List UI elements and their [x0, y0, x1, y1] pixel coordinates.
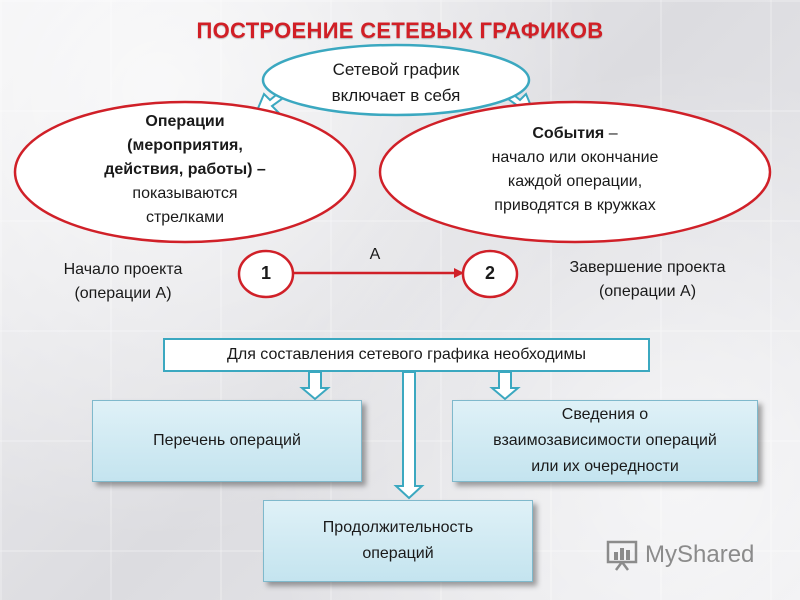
node-2-circle: [461, 249, 519, 299]
events-heading: События: [532, 125, 605, 142]
operations-line: стрелками: [145, 209, 225, 226]
arrow-label: А: [369, 246, 381, 263]
main-oval-line: включает в себя: [331, 86, 461, 105]
watermark: MyShared: [605, 535, 754, 575]
events-line: каждой операции,: [507, 173, 643, 190]
project-start-label: Начало проекта (операции А): [28, 258, 218, 306]
operations-line: показываются: [132, 185, 238, 202]
down-arrow-center: [393, 371, 425, 500]
events-text: События – начало или окончание каждой оп…: [385, 122, 765, 218]
main-oval: [261, 43, 531, 117]
operations-heading: Операции: [145, 113, 225, 130]
project-end-line: (операции А): [598, 283, 697, 300]
project-start-line: Начало проекта: [63, 261, 183, 278]
operations-dash: –: [252, 161, 266, 178]
operations-bold-line: (мероприятия,: [127, 137, 243, 154]
duration-line: Продолжительность: [322, 519, 474, 536]
duration-line: операций: [362, 545, 434, 562]
main-oval-text: Сетевой график включает в себя: [262, 57, 530, 109]
operations-list-text: Перечень операций: [153, 432, 301, 449]
project-start-line: (операции А): [74, 285, 172, 302]
interdependence-line: Сведения о: [561, 406, 649, 423]
project-end-line: Завершение проекта: [569, 259, 726, 276]
interdependence-line: взаимозависимости операций: [493, 432, 717, 449]
events-dash: –: [604, 125, 618, 142]
node-2-label: 2: [484, 263, 495, 283]
presentation-icon: [606, 540, 638, 571]
requirements-box: Для составления сетевого графика необход…: [163, 338, 650, 372]
main-oval-line: Сетевой график: [332, 60, 460, 79]
operations-oval: [13, 100, 357, 244]
page-title: ПОСТРОЕНИЕ СЕТЕВЫХ ГРАФИКОВ: [196, 18, 604, 43]
watermark-text: MyShared: [645, 541, 755, 568]
interdependence-line: или их очередности: [531, 458, 679, 475]
node-1-label: 1: [260, 263, 271, 283]
project-end-label: Завершение проекта (операции А): [540, 256, 755, 304]
events-line: приводятся в кружках: [494, 197, 656, 214]
operations-bold-line: действия, работы): [104, 161, 253, 178]
down-arrow-left: [299, 371, 331, 401]
operations-list-box: Перечень операций: [92, 400, 362, 482]
interdependence-box: Сведения о взаимозависимости операций ил…: [452, 400, 758, 482]
events-oval: [378, 100, 772, 244]
events-line: начало или окончание: [491, 149, 659, 166]
down-arrow-right: [489, 371, 521, 401]
duration-box: Продолжительность операций: [263, 500, 533, 582]
node-1-circle: [237, 249, 295, 299]
operations-text: Операции (мероприятия, действия, работы)…: [40, 110, 330, 230]
